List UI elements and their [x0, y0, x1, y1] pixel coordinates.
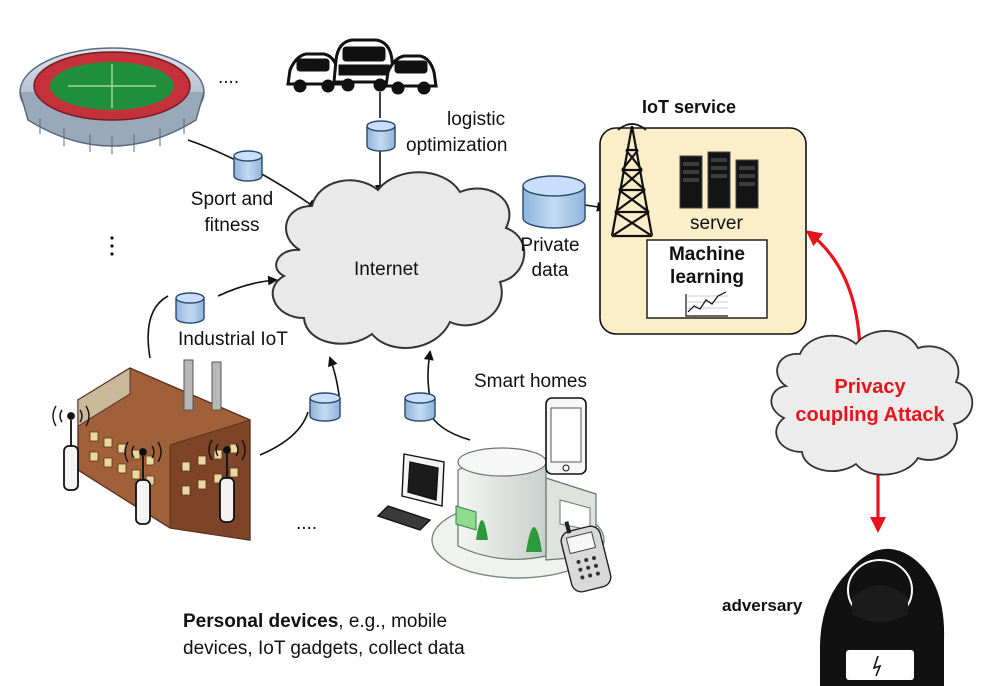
privacy-attack-label-line1: Privacy	[834, 376, 906, 398]
chart-icon	[685, 291, 728, 317]
privacy-attack-cloud	[770, 330, 974, 476]
wireless-sensor-icons	[52, 405, 246, 525]
database-icon-smart-home	[404, 392, 436, 422]
ellipsis-top: ....	[218, 67, 240, 88]
personal-devices-line1: Personal devices, e.g., mobile	[183, 610, 447, 633]
cars-icon	[286, 38, 438, 95]
database-icon-logistic	[366, 120, 396, 152]
database-icons	[175, 120, 586, 422]
database-icon-personal	[309, 392, 341, 422]
smart-homes-label: Smart homes	[474, 371, 587, 392]
personal-devices-bold: Personal devices	[183, 611, 339, 632]
attack-arrows	[805, 230, 886, 533]
antenna-tower-icon	[610, 123, 654, 238]
smartphone-icon	[545, 397, 587, 475]
personal-devices-rest: , e.g., mobile	[338, 611, 448, 632]
machine-learning-label-line2: learning	[670, 267, 744, 288]
sport-label-line1: Sport and	[190, 189, 274, 210]
database-icon-private	[522, 175, 586, 229]
private-data-label-line1: Private	[520, 235, 580, 256]
database-icon-industrial	[175, 292, 205, 324]
desktop-computer-icon	[376, 453, 445, 531]
hooded-hacker-icon	[820, 548, 945, 686]
adversary-label: adversary	[722, 596, 803, 615]
logistic-label-line1: logistic	[447, 109, 506, 130]
internet-label: Internet	[354, 259, 419, 280]
privacy-attack-label-line2: coupling Attack	[795, 404, 945, 426]
ellipsis-bottom: ....	[296, 513, 318, 534]
database-icon-sport	[233, 150, 263, 182]
logistic-label-line2: optimization	[406, 135, 508, 156]
iot-service-title: IoT service	[642, 97, 737, 117]
internet-cloud	[271, 171, 526, 349]
private-data-label-line2: data	[531, 260, 569, 281]
sport-label-line2: fitness	[204, 215, 260, 236]
vertical-ellipsis	[110, 236, 114, 256]
mobile-phone-icon	[560, 521, 612, 593]
stadium-icon	[19, 47, 205, 154]
machine-learning-box	[646, 239, 768, 319]
machine-learning-label-line1: Machine	[668, 244, 746, 265]
server-rack-icon	[679, 151, 759, 209]
server-label: server	[690, 213, 743, 234]
industrial-iot-label: Industrial IoT	[178, 329, 288, 350]
personal-devices-line2: devices, IoT gadgets, collect data	[183, 638, 465, 659]
